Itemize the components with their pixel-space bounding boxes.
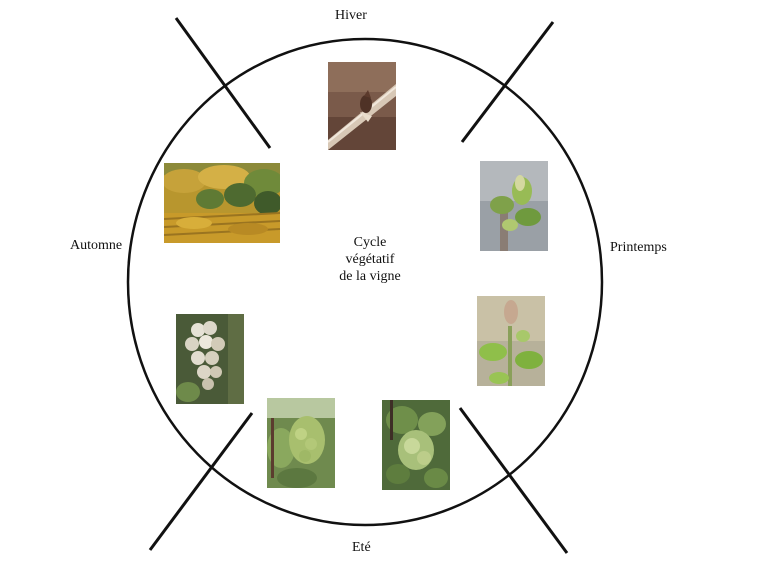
- divider-line-top-right: [460, 21, 555, 143]
- photo-green-cluster: [267, 398, 335, 488]
- center-title-line-1: Cycle: [353, 235, 387, 250]
- photo-ripe-grapes: [176, 314, 244, 404]
- center-title: Cycle végétatif de la vigne: [300, 234, 440, 285]
- center-title-line-3: de la vigne: [339, 269, 401, 284]
- photo-dormant-bud: [328, 62, 396, 150]
- season-label-automne: Automne: [70, 238, 123, 253]
- photo-young-shoot: [477, 296, 545, 386]
- photo-flowering: [382, 400, 450, 490]
- cycle-circle: [126, 37, 604, 527]
- divider-line-bottom-left: [148, 412, 254, 551]
- photo-budburst: [480, 161, 548, 251]
- divider-line-top-left: [174, 17, 272, 149]
- photo-autumn-vineyard: [164, 163, 280, 243]
- divider-line-bottom-right: [458, 407, 569, 554]
- season-label-ete: Eté: [352, 540, 371, 555]
- season-label-hiver: Hiver: [335, 8, 367, 23]
- center-title-line-2: végétatif: [345, 252, 395, 267]
- season-label-printemps: Printemps: [610, 240, 667, 255]
